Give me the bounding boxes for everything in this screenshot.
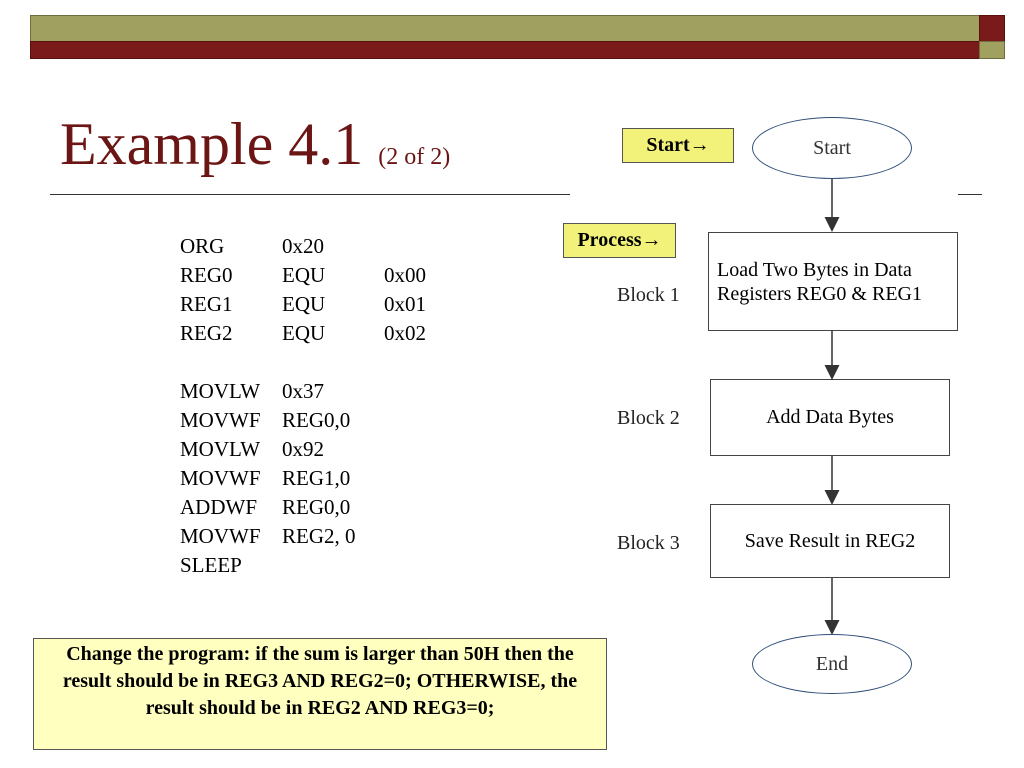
- flowchart-block1: Load Two Bytes in Data Registers REG0 & …: [708, 232, 958, 331]
- code-operand1: EQU: [282, 292, 326, 316]
- code-line: ORG 0x20: [180, 232, 426, 261]
- code-line: MOVWF REG0,0: [180, 406, 426, 435]
- slide-title: Example 4.1 (2 of 2): [60, 108, 450, 193]
- exercise-note: Change the program: if the sum is larger…: [33, 638, 607, 750]
- title-rule-left: [50, 194, 570, 195]
- code-opcode: MOVWF: [180, 524, 261, 548]
- code-opcode: MOVWF: [180, 408, 261, 432]
- code-operand1: EQU: [282, 263, 326, 287]
- code-opcode: REG1: [180, 292, 233, 316]
- process-tag: Process→: [563, 223, 676, 258]
- title-subtitle: (2 of 2): [378, 144, 451, 170]
- code-operand2: 0x01: [384, 292, 426, 316]
- code-opcode: SLEEP: [180, 553, 242, 577]
- code-operand1: REG0,0: [282, 495, 351, 519]
- code-operand1: 0x20: [282, 234, 324, 258]
- code-line: MOVWF REG1,0: [180, 464, 426, 493]
- flowchart-block3: Save Result in REG2: [710, 504, 950, 578]
- code-opcode: REG0: [180, 263, 233, 287]
- block2-label: Block 2: [617, 407, 680, 429]
- title-rule-right: [958, 194, 982, 195]
- flowchart-start-oval: Start: [752, 117, 912, 179]
- corner-square-olive: [979, 41, 1005, 59]
- code-operand1: 0x37: [282, 379, 324, 403]
- block3-label: Block 3: [617, 532, 680, 554]
- code-line: REG0 EQU 0x00: [180, 261, 426, 290]
- code-operand1: EQU: [282, 321, 326, 345]
- code-operand1: REG2, 0: [282, 524, 356, 548]
- code-line: ADDWF REG0,0: [180, 493, 426, 522]
- code-line: REG2 EQU 0x02: [180, 319, 426, 348]
- start-tag: Start→: [622, 128, 734, 163]
- code-opcode: MOVLW: [180, 437, 261, 461]
- flowchart-end-oval: End: [752, 634, 912, 694]
- flowchart-block2: Add Data Bytes: [710, 379, 950, 456]
- code-line: MOVLW 0x37: [180, 377, 426, 406]
- code-operand1: 0x92: [282, 437, 324, 461]
- code-operand1: REG1,0: [282, 466, 351, 490]
- code-line: MOVWF REG2, 0: [180, 522, 426, 551]
- code-line: SLEEP: [180, 551, 426, 580]
- block1-text: Load Two Bytes in Data Registers REG0 & …: [717, 258, 922, 305]
- code-line: MOVLW 0x92: [180, 435, 426, 464]
- code-operand2: 0x02: [384, 321, 426, 345]
- code-opcode: MOVWF: [180, 466, 261, 490]
- title-main: Example 4.1: [60, 111, 364, 177]
- code-opcode: MOVLW: [180, 379, 261, 403]
- code-opcode: ORG: [180, 234, 225, 258]
- block1-label: Block 1: [617, 284, 680, 306]
- code-operand1: REG0,0: [282, 408, 351, 432]
- code-opcode: ADDWF: [180, 495, 257, 519]
- code-line: REG1 EQU 0x01: [180, 290, 426, 319]
- code-opcode: REG2: [180, 321, 233, 345]
- code-operand2: 0x00: [384, 263, 426, 287]
